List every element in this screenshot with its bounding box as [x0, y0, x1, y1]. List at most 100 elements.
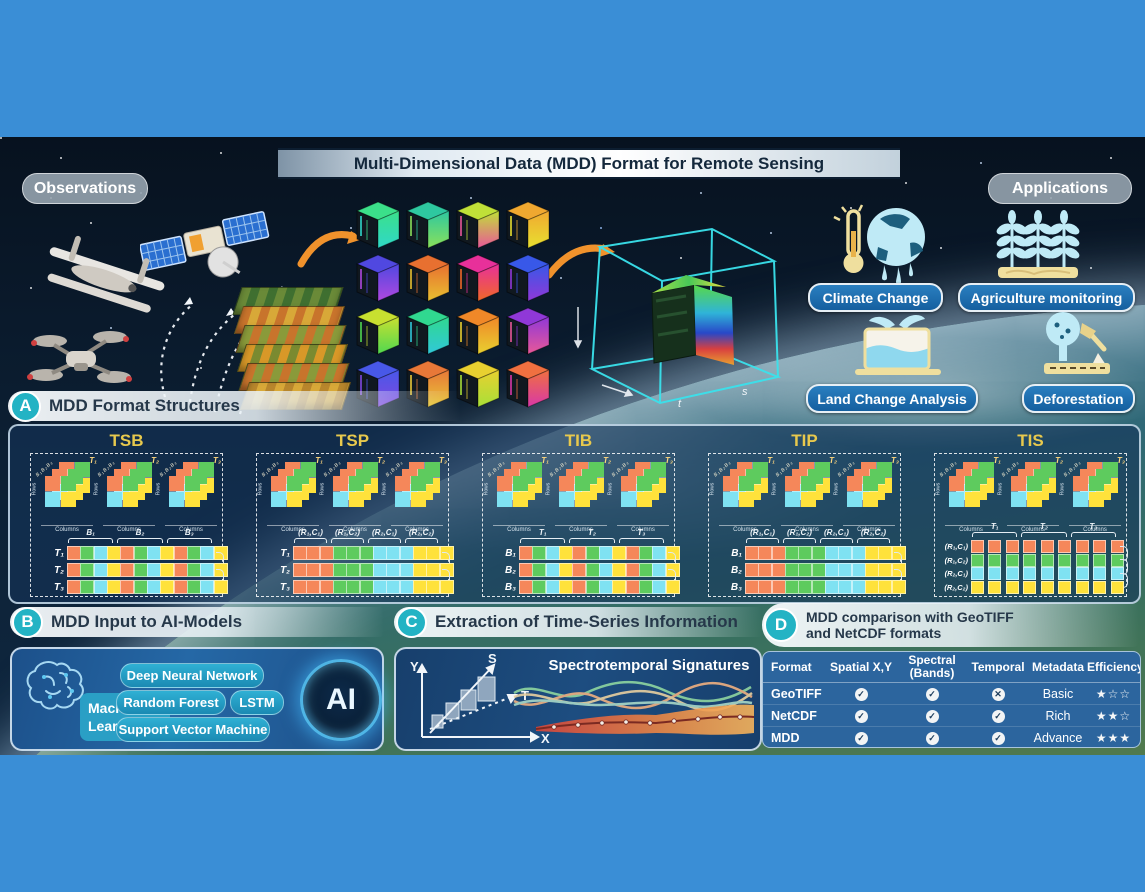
stack-cell — [349, 492, 364, 507]
sequence-square — [1093, 553, 1107, 567]
agriculture-monitoring-pill[interactable]: Agriculture monitoring — [958, 283, 1135, 312]
agriculture-monitoring-label: Agriculture monitoring — [970, 289, 1123, 306]
sequence-row-label: T₁ — [280, 547, 290, 559]
deforestation-pill[interactable]: Deforestation — [1022, 384, 1135, 413]
sequence-square — [851, 580, 866, 594]
section-b-header: B MDD Input to AI-Models — [10, 606, 384, 638]
data-cube — [505, 360, 551, 408]
ai-circle[interactable]: AI — [300, 659, 382, 741]
svm-label: Support Vector Machine — [118, 722, 268, 737]
machine-learning-brain-icon — [26, 661, 84, 710]
model-pill-random-forest[interactable]: Random Forest — [116, 690, 226, 715]
group-brace — [520, 538, 566, 543]
sequence-square — [559, 580, 574, 594]
stack-rows-caption: Rows — [483, 482, 490, 496]
group-brace — [783, 538, 816, 543]
flow-arrow-1 — [297, 231, 363, 268]
stack-layer-grid — [949, 476, 980, 507]
stack-cell — [271, 476, 286, 491]
land-change-analysis-pill[interactable]: Land Change Analysis — [806, 384, 978, 413]
sequence-square — [838, 580, 853, 594]
stack-cell — [271, 492, 286, 507]
data-cube — [505, 201, 551, 249]
sequence-square — [771, 563, 786, 577]
section-a-title: MDD Format Structures — [49, 396, 240, 415]
sequence-square — [426, 580, 441, 594]
sequence-square — [187, 580, 202, 594]
sequence-square — [160, 563, 175, 577]
group-brace — [972, 532, 1018, 537]
model-pill-dnn[interactable]: Deep Neural Network — [120, 663, 264, 688]
sequence-square — [346, 563, 361, 577]
data-cube — [455, 201, 501, 249]
sequence-square — [785, 580, 800, 594]
stack-layer-grid — [395, 476, 426, 507]
sequence-square — [1075, 553, 1089, 567]
sequence-row-label: T₁ — [54, 547, 64, 559]
sequence-square — [785, 563, 800, 577]
stack-cell — [1027, 492, 1042, 507]
observations-pill[interactable]: Observations — [22, 173, 148, 204]
stack-time-label: T₃ — [665, 456, 673, 465]
stack-cell — [497, 476, 512, 491]
stack-cell — [61, 492, 76, 507]
sequence-square — [386, 546, 401, 560]
sequence-square — [572, 546, 587, 560]
format-cell: NetCDF — [771, 708, 817, 723]
group-label-text: (R₂,C₂) — [860, 528, 887, 537]
model-pill-svm[interactable]: Support Vector Machine — [116, 717, 270, 742]
stack-cell — [847, 492, 862, 507]
efficiency-stars: ★★☆ — [1095, 708, 1132, 723]
sequence-square — [652, 580, 667, 594]
climate-change-pill[interactable]: Climate Change — [808, 283, 943, 312]
stack-rows-caption: Rows — [545, 482, 552, 496]
sequence-square — [798, 580, 813, 594]
section-d-header: D MDD comparison with GeoTIFF and NetCDF… — [762, 603, 1139, 647]
stack-cell — [45, 492, 60, 507]
stack-time-label: T₁ — [541, 456, 549, 465]
sequence-square — [107, 546, 122, 560]
sequence-square — [665, 580, 680, 594]
model-pill-lstm[interactable]: LSTM — [230, 690, 284, 715]
sequence-square — [120, 563, 135, 577]
group-labels: (R₁,C₁)(R₁,C₂)(R₂,C₁)(R₂,C₂) — [745, 528, 893, 544]
check-icon: ✓ — [854, 688, 868, 701]
sequence-square — [187, 546, 202, 560]
stack-cell — [739, 476, 754, 491]
sequence-square — [306, 580, 321, 594]
sequence-square — [333, 580, 348, 594]
table-row: GeoTIFF✓✓✕Basic★☆☆ — [763, 683, 1140, 705]
stack-columns-caption: Columns — [493, 525, 545, 533]
sequence-square — [599, 580, 614, 594]
group-brace — [368, 538, 401, 543]
stack-rows-caption: Rows — [381, 482, 388, 496]
stack-cell — [1011, 492, 1026, 507]
stack-columns-caption: Columns — [945, 525, 997, 533]
metadata-cell: Advance — [1033, 730, 1083, 745]
stack-cell — [185, 476, 200, 491]
sequence-square — [373, 546, 388, 560]
sequence-row-label: B₂ — [504, 564, 516, 576]
group-label: (R₁,C₂) — [783, 528, 816, 543]
applications-pill[interactable]: Applications — [988, 173, 1132, 204]
format-cell: MDD — [771, 730, 800, 745]
check-icon: ✓ — [991, 710, 1005, 723]
group-label: (R₁,C₁) — [294, 528, 327, 543]
sequence-square — [1023, 567, 1037, 580]
stack-cell — [169, 476, 184, 491]
sequence-row: T₁ — [36, 546, 228, 560]
section-a-badge: A — [10, 390, 41, 422]
sequence-row-label: T₃ — [280, 581, 290, 593]
sequence-square — [519, 580, 533, 594]
stack-cell — [497, 492, 512, 507]
stack-cell — [1073, 492, 1088, 507]
stack-cell — [287, 492, 302, 507]
group-label: T₃ — [618, 528, 664, 543]
